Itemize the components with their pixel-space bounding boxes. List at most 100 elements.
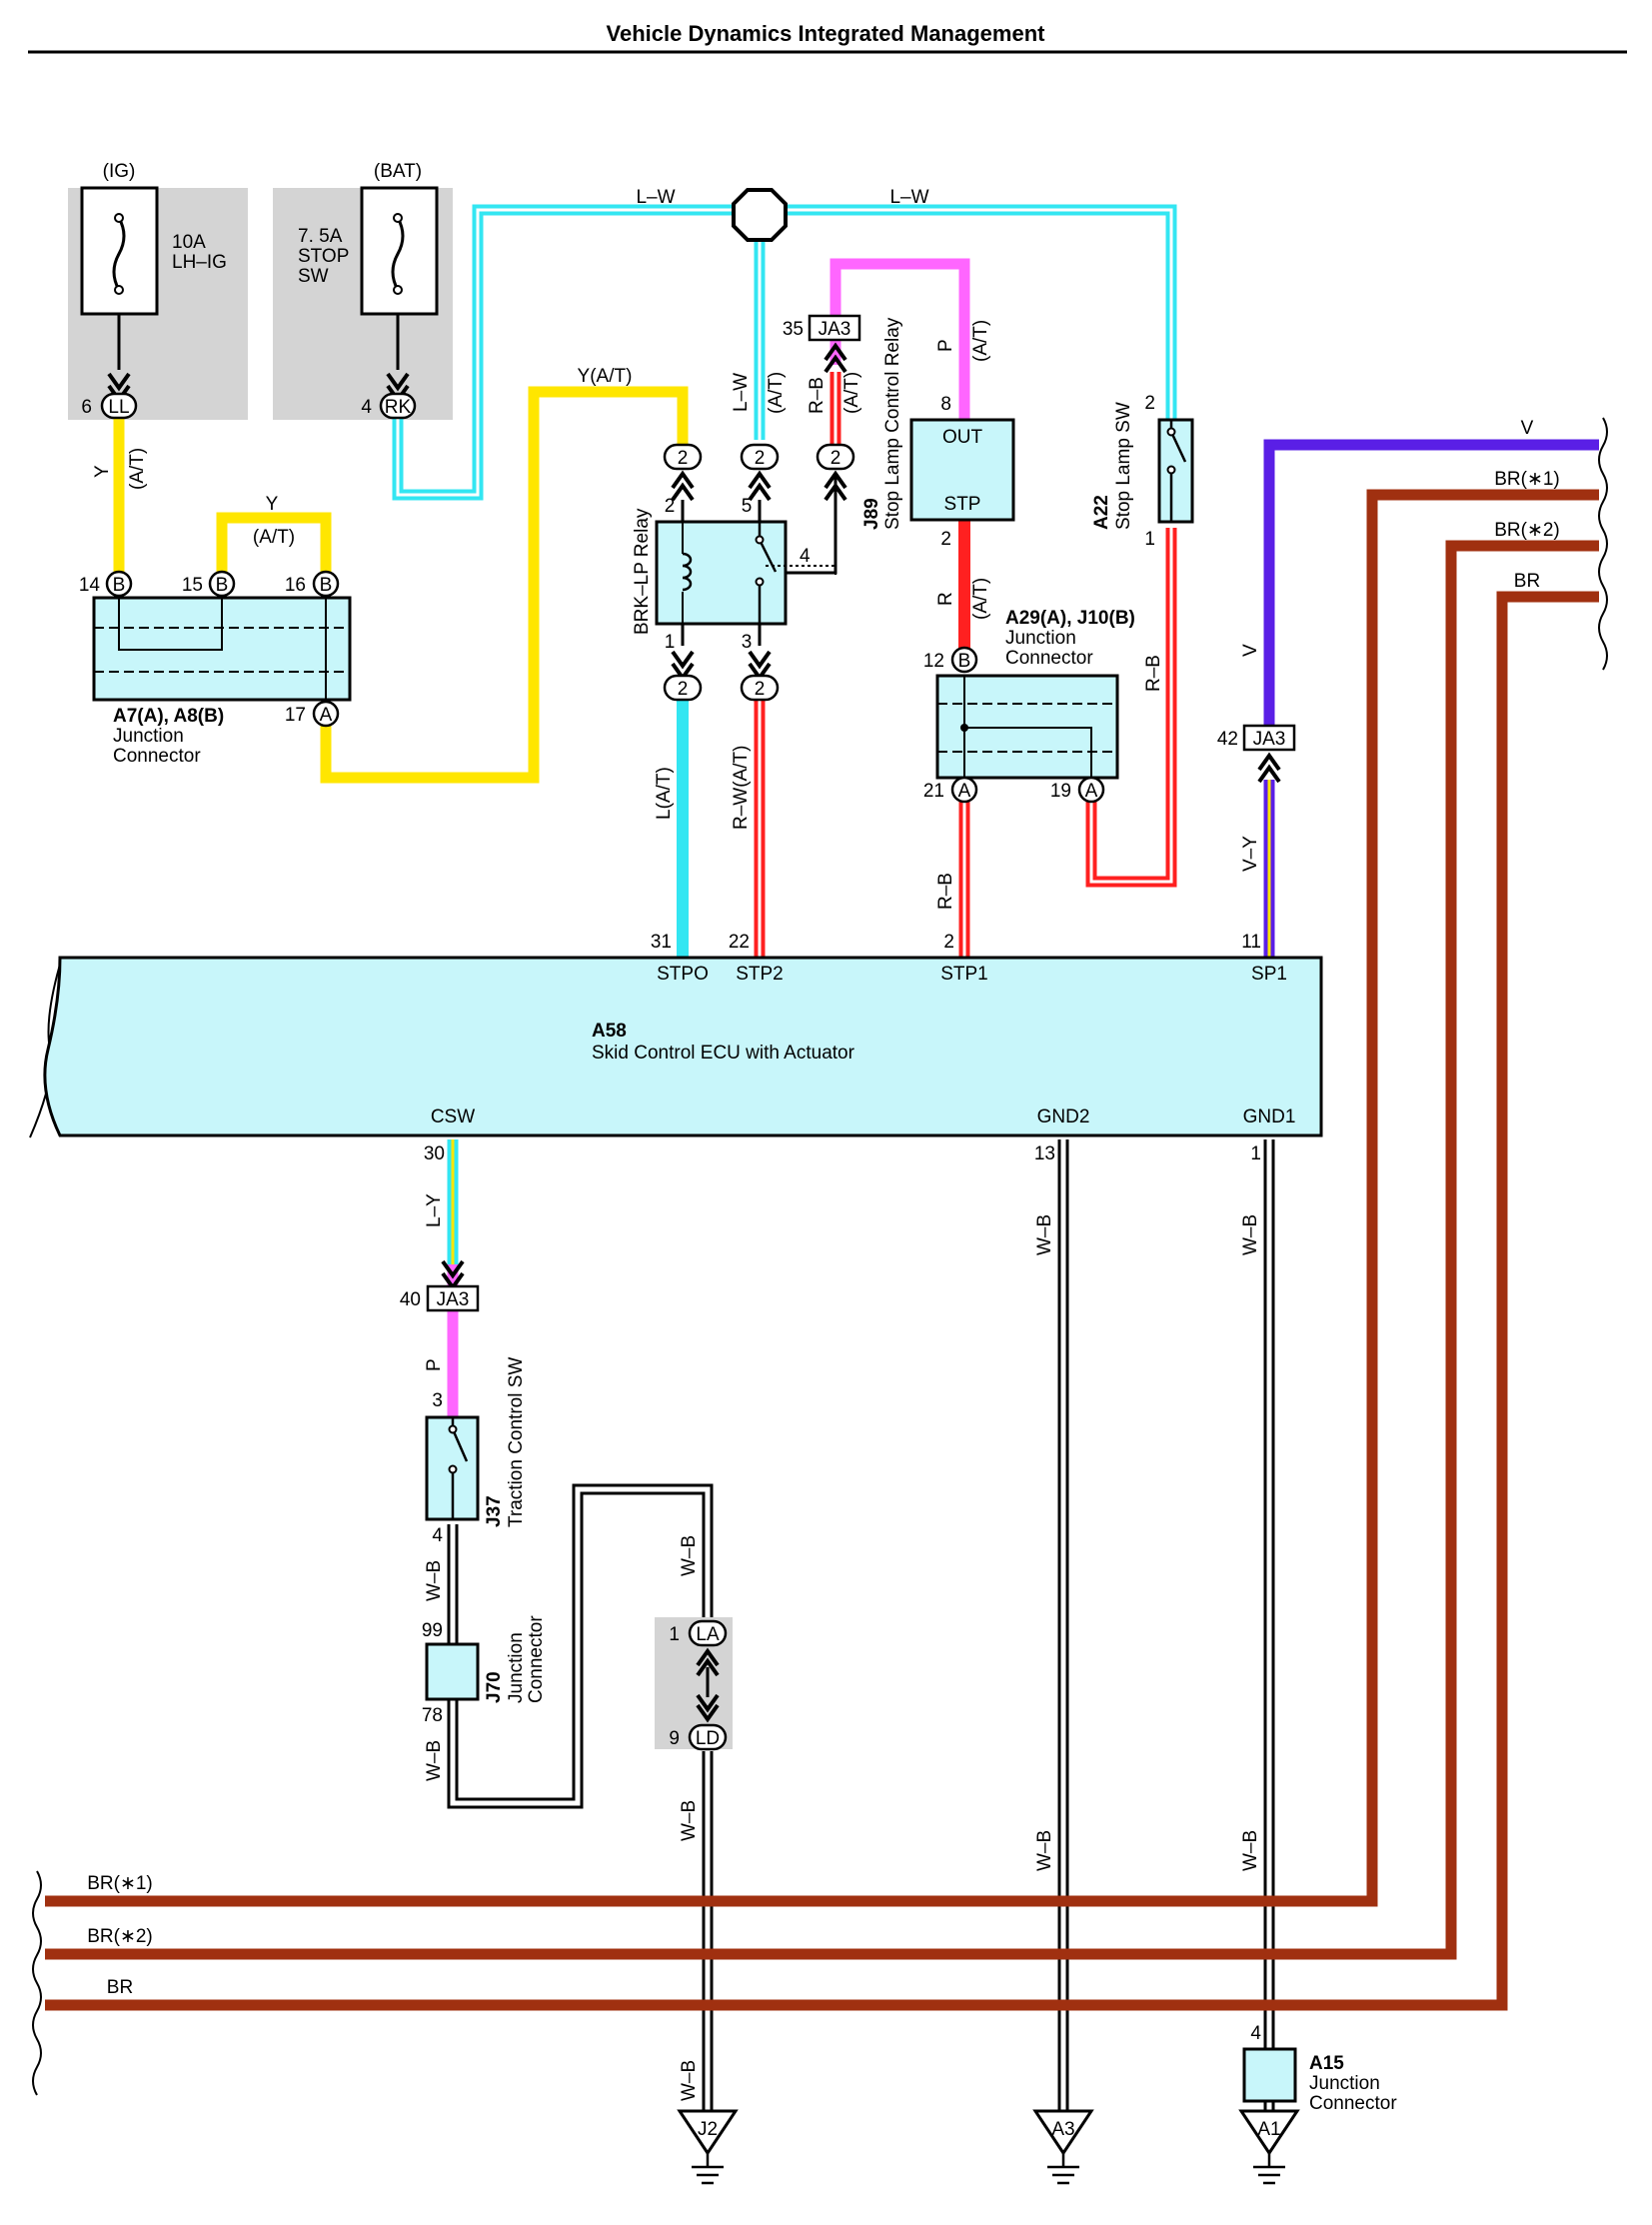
ground-a1-label: A1 — [1257, 2119, 1280, 2140]
wire-label-lw-right: L–W — [889, 187, 928, 208]
fuse-icon — [391, 217, 405, 291]
ecu-term-gnd1: GND1 — [1243, 1107, 1296, 1127]
a29-pin12-tag: B — [958, 651, 971, 672]
ground-a3-label: A3 — [1051, 2119, 1074, 2140]
arrow-connector-icon — [696, 1647, 720, 1677]
wire-label-rw-at: R–W(A/T) — [731, 746, 752, 830]
wire-label-vy: V–Y — [1240, 836, 1261, 872]
ld-tag: LD — [696, 1728, 720, 1749]
ja3-top-pin: 35 — [783, 319, 804, 340]
wire-label-right-v: V — [1521, 418, 1534, 439]
j70-desc-2: Connector — [526, 1615, 547, 1703]
a29-pin21-tag: A — [958, 781, 971, 802]
wire-label-wb-8: W–B — [1240, 1214, 1261, 1255]
wire-label-wb-8b: W–B — [1240, 1830, 1261, 1871]
bat-fuse-line3: SW — [298, 266, 329, 287]
ig-source-label: (IG) — [103, 161, 136, 182]
rk-pin: 4 — [361, 397, 372, 418]
brk-bot-tag-1: 2 — [678, 679, 689, 700]
a29-desc-1: Junction — [1005, 628, 1076, 649]
wire-label-v-vert: V — [1240, 644, 1261, 657]
wire-label-left-br2: BR(∗2) — [87, 1926, 153, 1947]
j70-pin-99: 99 — [422, 1620, 443, 1641]
brk-top-tag-1: 2 — [678, 448, 689, 469]
ig-fuse-name: LH–IG — [172, 252, 227, 273]
wire-label-rb-up: R–B — [807, 377, 827, 414]
wire-label-at-r: (A/T) — [970, 578, 991, 620]
a29-pin19: 19 — [1050, 781, 1071, 802]
wire-label-y-jumper: Y — [266, 494, 279, 515]
j89-pin-out: 8 — [940, 394, 951, 415]
la-tag: LA — [696, 1624, 720, 1645]
bat-source-label: (BAT) — [374, 161, 422, 182]
wire-label-wb-2: W–B — [424, 1740, 445, 1781]
wire-label-wb-7: W–B — [1034, 1830, 1055, 1871]
wire-label-at-p: (A/T) — [970, 320, 991, 362]
wire-label-y-at-top: Y(A/T) — [578, 366, 633, 387]
ecu-pin-1: 1 — [1250, 1143, 1261, 1164]
ja3-top-tag: JA3 — [819, 319, 851, 340]
brk-bot-tag-2: 2 — [755, 679, 766, 700]
la-ld-connector: LA 1 LD 9 — [669, 1619, 728, 1751]
a15-desc-2: Connector — [1309, 2093, 1397, 2114]
brk-relay-name: BRK–LP Relay — [632, 508, 653, 635]
wire-label-lw-left: L–W — [636, 187, 675, 208]
ll-tag: LL — [108, 397, 129, 418]
wire-label-p-top: P — [935, 339, 956, 352]
ground-a3: A3 — [1032, 2109, 1094, 2185]
wire-label-wb-5: W–B — [679, 2060, 700, 2101]
a15-pin: 4 — [1250, 2023, 1261, 2044]
brk-pin-2: 2 — [665, 496, 676, 517]
arrow-connector-icon — [671, 470, 695, 502]
j37-name: Traction Control SW — [506, 1357, 527, 1527]
wire-label-at-rb: (A/T) — [841, 372, 862, 414]
ecu-pin-22: 22 — [729, 932, 750, 953]
wire-y — [113, 386, 689, 784]
rk-tag: RK — [385, 397, 412, 418]
ja3-sp1-connector: JA3 42 — [1217, 724, 1296, 784]
ecu-code: A58 — [592, 1021, 627, 1042]
ig-fuse: (IG) 10A LH–IG — [80, 161, 227, 316]
ja3-csw-tag: JA3 — [437, 1289, 470, 1310]
wire-label-at-lw: (A/T) — [766, 372, 787, 414]
a7-pin16: 16 — [285, 575, 306, 596]
ecu-pin-2: 2 — [943, 932, 954, 953]
a29-pin21: 21 — [923, 781, 944, 802]
arrow-connector-icon — [748, 650, 772, 682]
arrow-connector-icon — [824, 342, 847, 374]
ecu-a58: A58 Skid Control ECU with Actuator 31 ST… — [43, 932, 1323, 1164]
a22-pin-2: 2 — [1144, 393, 1155, 414]
brk-pin-5: 5 — [742, 496, 753, 517]
j89-code: J89 — [861, 498, 882, 530]
wire-lw-top — [392, 204, 1177, 501]
a15-junction: 4 A15 Junction Connector — [1242, 2023, 1397, 2114]
a7-name: A7(A), A8(B) — [113, 706, 224, 727]
a7-pin14: 14 — [79, 575, 101, 596]
a29-name: A29(A), J10(B) — [1005, 608, 1135, 629]
j37-code: J37 — [484, 1495, 505, 1527]
arrow-connector-icon — [696, 1693, 720, 1723]
a7-pin17: 17 — [285, 705, 306, 726]
ecu-pin-11: 11 — [1241, 932, 1261, 953]
ecu-term-csw: CSW — [431, 1107, 475, 1127]
ecu-term-stp2: STP2 — [736, 964, 784, 985]
a29-pin12: 12 — [923, 651, 944, 672]
j89-pin-stp: 2 — [940, 529, 951, 550]
wire-label-lw-vert: L–W — [731, 373, 752, 412]
a7-pin15-tag: B — [216, 575, 229, 596]
a7-desc-2: Connector — [113, 746, 201, 767]
ground-j2-label: J2 — [698, 2119, 718, 2140]
j70-desc-1: Junction — [506, 1632, 527, 1703]
ja3-sp1-pin: 42 — [1217, 729, 1238, 750]
splice-hexagon-icon — [732, 188, 788, 242]
a22-code: A22 — [1091, 495, 1112, 530]
wire-label-r-mid: R — [935, 592, 956, 606]
a22-pin-1: 1 — [1144, 529, 1155, 550]
j37-pin-4: 4 — [432, 1525, 443, 1546]
ig-fuse-rating: 10A — [172, 232, 206, 253]
wire-label-wb-6: W–B — [1034, 1214, 1055, 1255]
a7-pin14-tag: B — [113, 575, 126, 596]
ja3-sp1-tag: JA3 — [1253, 729, 1286, 750]
a7-desc-1: Junction — [113, 726, 184, 747]
